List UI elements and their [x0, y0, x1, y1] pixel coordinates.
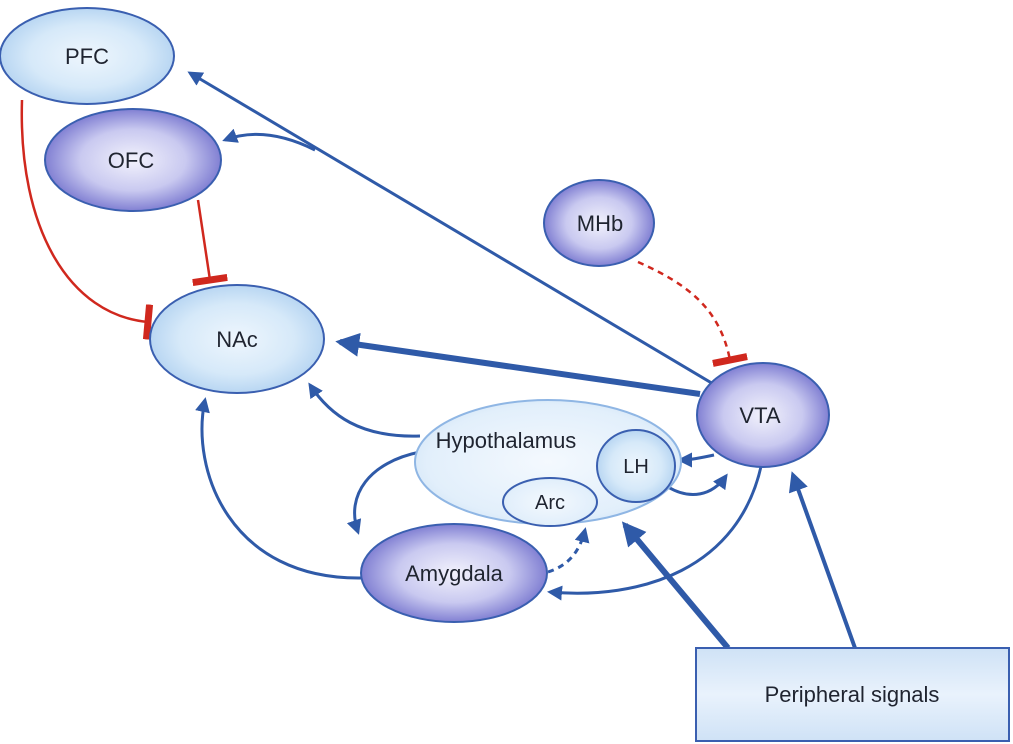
node-amygdala: Amygdala — [360, 523, 548, 623]
edge-vta-to-ofc — [222, 128, 316, 152]
node-pfc: PFC — [0, 7, 175, 105]
edge-hypothalamus-to-nac — [308, 382, 421, 438]
label-mhb: MHb — [577, 211, 623, 236]
peripheral-signals-box: Peripheral signals — [695, 647, 1010, 742]
edge-peripheral-to-arc — [621, 521, 731, 650]
node-nac: NAc — [149, 284, 325, 394]
label-pfc: PFC — [65, 44, 109, 69]
edge-amygdala-to-nac — [195, 397, 363, 580]
edge-ofc-inhibits-nac — [192, 199, 228, 287]
edge-lh-to-vta — [667, 473, 728, 496]
edge-peripheral-to-vta — [788, 471, 857, 649]
node-mhb: MHb — [543, 179, 655, 267]
node-ofc: OFC — [44, 108, 222, 212]
label-amygdala: Amygdala — [405, 561, 504, 586]
label-vta: VTA — [739, 403, 780, 428]
node-vta: VTA — [696, 362, 830, 468]
edge-mhb-inhibits-vta — [637, 260, 748, 367]
edge-vta-to-nac — [335, 332, 701, 397]
label-arc: Arc — [535, 492, 565, 514]
edge-pfc-inhibits-nac — [20, 99, 154, 340]
label-lh: LH — [623, 456, 649, 478]
label-peripheral-signals: Peripheral signals — [765, 682, 940, 707]
label-nac: NAc — [216, 327, 258, 352]
edge-hypothalamus-to-amygdala — [346, 450, 421, 535]
edge-amygdala-to-arc — [547, 527, 590, 574]
edge-vta-to-lh — [677, 452, 715, 468]
label-ofc: OFC — [108, 148, 155, 173]
connections — [20, 71, 857, 650]
edge-vta-to-amygdala — [547, 461, 764, 601]
label-hypothalamus: Hypothalamus — [436, 428, 577, 453]
edge-vta-to-pfc — [187, 71, 721, 390]
node-lh: LH — [596, 429, 676, 503]
node-arc: Arc — [502, 477, 598, 527]
